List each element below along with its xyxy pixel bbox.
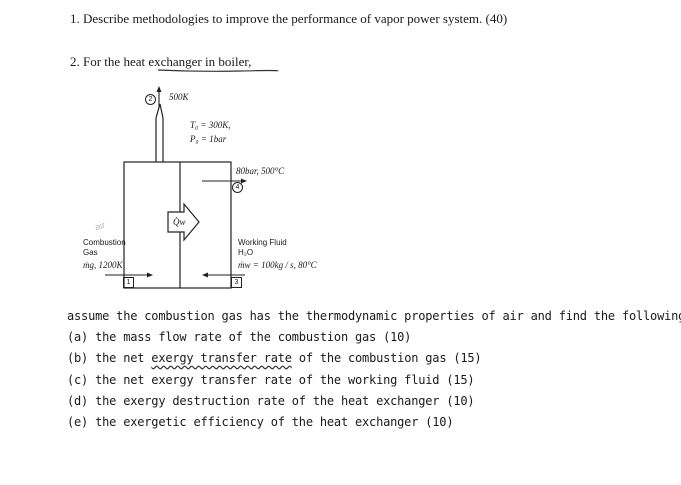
state-4-marker: 4	[232, 182, 243, 193]
item-a: (a) the mass flow rate of the combustion…	[67, 330, 412, 344]
question-1: 1. Describe methodologies to improve the…	[70, 11, 508, 26]
assumption-statement: assume the combustion gas has the thermo…	[67, 309, 681, 323]
item-e: (e) the exergetic efficiency of the heat…	[67, 415, 454, 429]
boiler-box	[123, 161, 232, 289]
combustion-title: Combustion	[83, 238, 126, 247]
heat-transfer-arrow	[167, 202, 200, 242]
heat-exchanger-diagram	[105, 69, 279, 289]
gas-inlet-arrowhead	[147, 272, 153, 278]
working-fluid-title: Working Fluid	[238, 238, 287, 247]
state-1-marker: 1	[123, 277, 134, 288]
assumption-text-after: and find the followings	[523, 309, 681, 323]
stack-outline	[155, 103, 164, 162]
stack-exhaust-arrowhead	[156, 86, 162, 92]
ambient-pressure: P₀ = 1bar	[190, 134, 227, 144]
question-2: 2. For the heat exchanger in boiler,	[70, 54, 252, 69]
state-3-marker: 3	[231, 277, 242, 288]
assumption-highlight: air	[502, 309, 524, 323]
steam-outlet-arrowhead	[241, 178, 247, 184]
item-b-suffix: of the combustion gas (15)	[291, 351, 482, 365]
working-fluid-inlet-conditions: ṁw = 100kg / s, 80°C	[238, 260, 317, 270]
steam-outlet-conditions: 80bar, 500°C	[236, 166, 285, 176]
ambient-temperature: T₀ = 300K,	[190, 120, 231, 130]
working-fluid-species: H₂O	[238, 248, 254, 257]
state-2-marker: 2	[145, 94, 156, 105]
water-inlet-arrowhead	[202, 272, 208, 278]
item-b-prefix: (b) the net	[67, 351, 152, 365]
handwritten-underline	[157, 69, 279, 72]
item-b-underlined: exergy transfer rate	[151, 351, 292, 365]
item-c: (c) the net exergy transfer rate of the …	[67, 373, 475, 387]
stack-temperature: 500K	[169, 92, 189, 102]
assumption-text-before: assume the combustion gas has the thermo…	[67, 309, 503, 323]
item-b: (b) the net exergy transfer rate of the …	[67, 351, 482, 365]
combustion-gas-label: Gas	[83, 248, 98, 257]
heat-transfer-label: Q̇w	[173, 217, 186, 227]
item-d: (d) the exergy destruction rate of the h…	[67, 394, 475, 408]
combustion-inlet-conditions: ṁg, 1200K	[83, 260, 123, 270]
